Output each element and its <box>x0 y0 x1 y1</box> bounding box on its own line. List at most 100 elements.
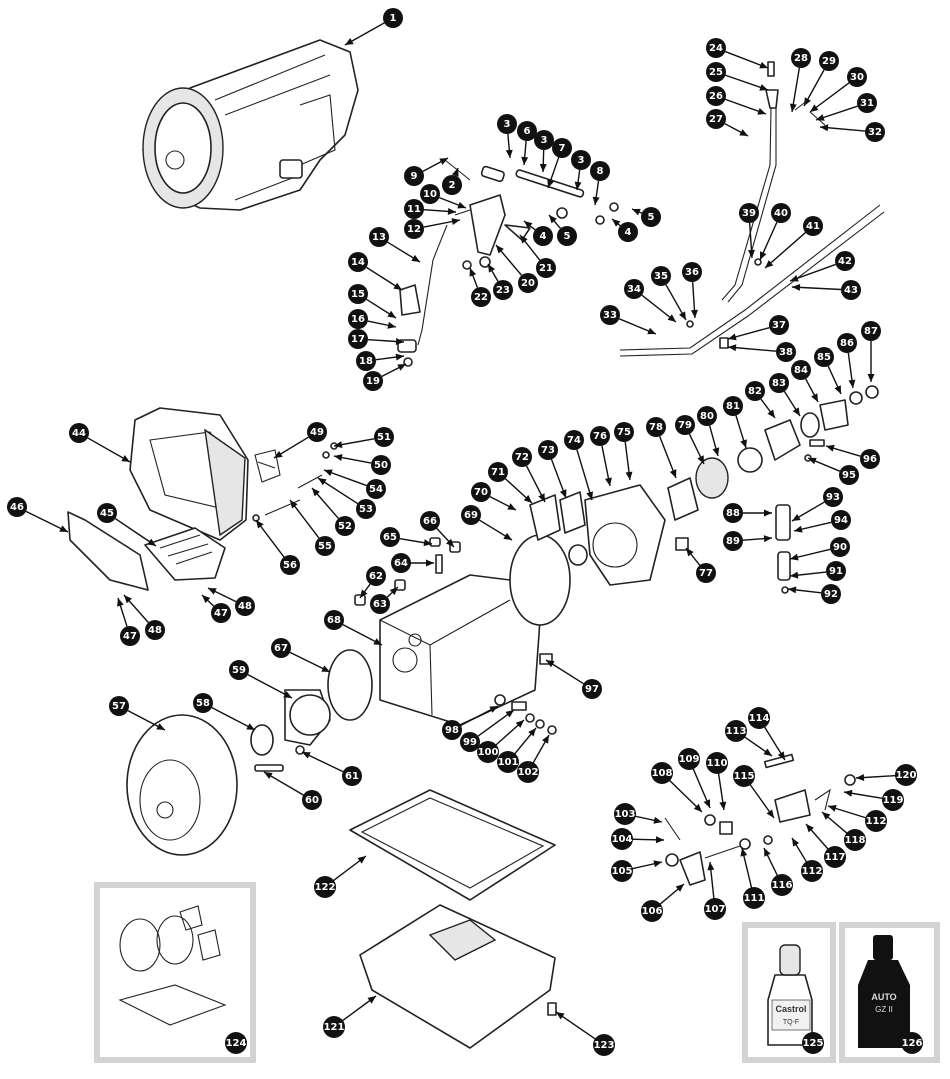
callout-number-33: 33 <box>603 310 617 321</box>
callout-badge-71 <box>488 462 508 482</box>
callout-number-90: 90 <box>833 542 847 553</box>
callout-number-81: 81 <box>726 401 740 412</box>
leader-arrow-3 <box>539 163 547 172</box>
callout-number-50: 50 <box>374 460 388 471</box>
callout-117: 117 <box>824 846 846 868</box>
callout-52: 52 <box>335 516 355 536</box>
callout-badge-29 <box>819 51 839 71</box>
leader-arrow-38 <box>728 344 737 352</box>
leader-arrow-28 <box>789 103 797 112</box>
callout-39: 39 <box>739 203 759 223</box>
callout-47: 47 <box>120 626 140 646</box>
callout-number-60: 60 <box>305 795 319 806</box>
callout-badge-40 <box>771 203 791 223</box>
leader-arrow-109 <box>703 799 711 808</box>
callout-badge-91 <box>826 561 846 581</box>
callout-badge-111 <box>743 887 765 909</box>
leader-line-45 <box>114 518 157 547</box>
leader-arrow-73 <box>559 489 567 498</box>
callout-badge-9 <box>404 166 424 186</box>
callout-number-63: 63 <box>373 599 387 610</box>
bottle-126-product: GZ II <box>875 1005 893 1014</box>
callout-number-47: 47 <box>123 631 137 642</box>
callout-120: 120 <box>895 764 917 786</box>
callout-79: 79 <box>675 415 695 435</box>
leader-arrow-47 <box>202 595 211 604</box>
callout-badge-88 <box>723 503 743 523</box>
bottle-126-brand: AUTO <box>871 992 896 1002</box>
callout-number-49: 49 <box>310 427 324 438</box>
leader-line-30 <box>809 82 850 113</box>
callout-number-3: 3 <box>541 135 548 146</box>
callout-122: 122 <box>314 876 336 898</box>
leader-arrow-29 <box>804 97 811 106</box>
callout-badge-3 <box>571 150 591 170</box>
callout-38: 38 <box>776 342 796 362</box>
leader-arrow-4 <box>524 221 533 229</box>
callout-badge-78 <box>646 417 666 437</box>
callout-number-1: 1 <box>390 13 397 24</box>
leader-arrow-59 <box>283 691 292 698</box>
callout-badge-15 <box>348 284 368 304</box>
leader-arrow-6 <box>521 156 529 165</box>
callout-badge-61 <box>342 766 362 786</box>
callout-77: 77 <box>696 563 716 583</box>
callout-badge-46 <box>7 497 27 517</box>
callout-85: 85 <box>814 347 834 367</box>
callout-6: 6 <box>517 121 537 141</box>
leader-arrow-93 <box>792 513 801 521</box>
callout-badge-3 <box>534 130 554 150</box>
callout-50: 50 <box>371 455 391 475</box>
callout-107: 107 <box>704 898 726 920</box>
leader-arrow-43 <box>792 283 801 291</box>
leader-line-58 <box>211 706 256 731</box>
leader-arrow-102 <box>542 735 549 744</box>
callout-badge-20 <box>518 273 538 293</box>
callout-badge-27 <box>706 109 726 129</box>
callout-2: 2 <box>442 175 462 195</box>
callout-badge-60 <box>302 790 322 810</box>
callout-44: 44 <box>69 423 89 443</box>
callout-number-21: 21 <box>539 263 553 274</box>
callout-number-119: 119 <box>883 795 904 806</box>
callout-5: 5 <box>557 226 577 246</box>
leader-arrow-103 <box>653 816 662 824</box>
leader-arrow-12 <box>451 218 460 225</box>
callout-31: 31 <box>857 93 877 113</box>
callout-99: 99 <box>460 732 480 752</box>
callout-34: 34 <box>624 279 644 299</box>
callout-102: 102 <box>517 761 539 783</box>
callout-12: 12 <box>404 219 424 239</box>
callout-15: 15 <box>348 284 368 304</box>
callout-108: 108 <box>651 762 673 784</box>
leader-arrow-123 <box>556 1012 565 1020</box>
callout-number-73: 73 <box>541 445 555 456</box>
callout-badge-117 <box>824 846 846 868</box>
callout-badge-67 <box>271 638 291 658</box>
callout-118: 118 <box>844 829 866 851</box>
callout-number-72: 72 <box>515 452 529 463</box>
callout-badge-108 <box>651 762 673 784</box>
leader-arrow-32 <box>820 124 829 132</box>
part-side-fittings <box>494 653 557 735</box>
callout-83: 83 <box>769 373 789 393</box>
leader-arrow-78 <box>669 469 677 478</box>
callout-badge-23 <box>493 280 513 300</box>
leader-arrow-76 <box>604 477 612 486</box>
callout-number-87: 87 <box>864 326 878 337</box>
callout-number-4: 4 <box>625 227 632 238</box>
callout-number-105: 105 <box>612 866 633 877</box>
callout-badge-7 <box>552 138 572 158</box>
callout-badge-80 <box>697 406 717 426</box>
callout-106: 106 <box>641 900 663 922</box>
leader-arrow-94 <box>794 525 803 533</box>
callout-badge-81 <box>723 396 743 416</box>
callout-number-30: 30 <box>850 72 864 83</box>
callout-87: 87 <box>861 321 881 341</box>
callout-badge-68 <box>324 610 344 630</box>
callout-number-95: 95 <box>842 470 856 481</box>
callout-number-82: 82 <box>748 386 762 397</box>
callout-number-15: 15 <box>351 289 365 300</box>
callout-124: 124 <box>225 1032 247 1054</box>
